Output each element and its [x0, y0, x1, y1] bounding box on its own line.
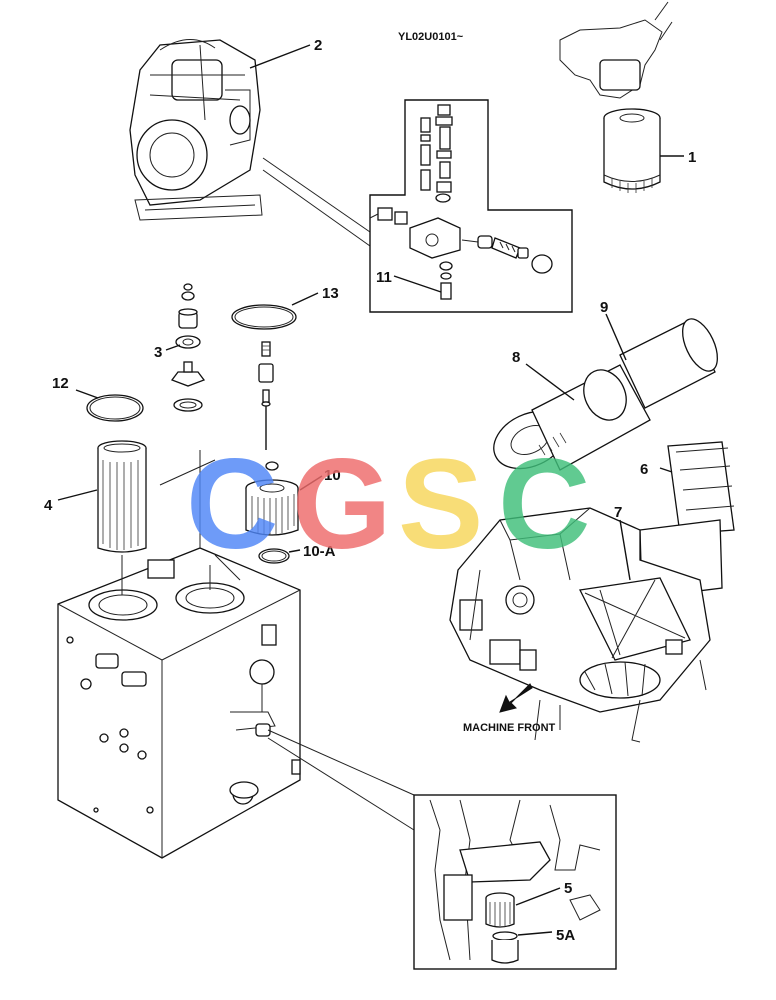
svg-text:C: C: [186, 433, 278, 576]
leader-3: [165, 344, 181, 351]
leader-8: [525, 363, 575, 401]
watermark-logo: C G S C: [186, 433, 590, 576]
leader-9: [605, 313, 627, 361]
label-5: 5: [564, 880, 572, 897]
label-6: 6: [640, 461, 648, 478]
detail-leader-top: [262, 157, 371, 233]
oring-13-illustration: [231, 304, 297, 330]
strainer-10-illustration: [245, 461, 299, 536]
label-4: 4: [44, 497, 53, 514]
svg-text:C: C: [498, 433, 590, 576]
label-11: 11: [376, 269, 392, 286]
label-12: 12: [52, 375, 69, 392]
pump-detail-box: [369, 99, 573, 313]
oring-12-illustration: [86, 394, 144, 422]
filter-detail-leader-bottom: [267, 737, 415, 831]
label-8: 8: [512, 349, 520, 366]
leader-5: [515, 887, 561, 906]
air-conditioner-unit-illustration: [449, 441, 735, 743]
leader-6: [659, 467, 673, 473]
label-7: 7: [614, 504, 622, 521]
svg-text:S: S: [398, 433, 483, 576]
leader-13: [291, 292, 319, 306]
svg-text:G: G: [292, 433, 392, 576]
leader-2: [249, 44, 311, 69]
breather-cap-stack: [170, 283, 206, 412]
leader-10: [299, 475, 323, 491]
leader-11: [393, 275, 442, 293]
leader-4: [57, 489, 98, 501]
label-2: 2: [314, 37, 322, 54]
label-5a: 5A: [556, 927, 575, 944]
return-filter-element-4: [97, 440, 147, 553]
label-10a: 10-A: [303, 543, 336, 560]
engine-oil-filter-illustration: [559, 1, 673, 193]
filter-detail-leader-top: [267, 729, 415, 796]
label-1: 1: [688, 149, 696, 166]
leader-12: [75, 389, 99, 399]
leader-7: [619, 519, 631, 581]
pilot-filter-detail-box: [413, 794, 617, 970]
engine-illustration: [129, 39, 263, 221]
machine-front-label: MACHINE FRONT: [463, 722, 556, 734]
leader-10a: [288, 549, 301, 553]
hydraulic-tank-illustration: [57, 450, 301, 859]
machine-front-arrow-icon: [499, 683, 533, 713]
leader-5a: [517, 931, 553, 936]
detail-leader-bottom: [262, 169, 371, 247]
pressure-valve-stack: [258, 341, 274, 450]
label-9: 9: [600, 299, 608, 316]
drawing-code: YL02U0101~: [398, 31, 464, 43]
label-10: 10: [324, 467, 341, 484]
label-13: 13: [322, 285, 339, 302]
air-cleaner-element-illustration: [493, 318, 718, 471]
label-3: 3: [154, 344, 162, 361]
